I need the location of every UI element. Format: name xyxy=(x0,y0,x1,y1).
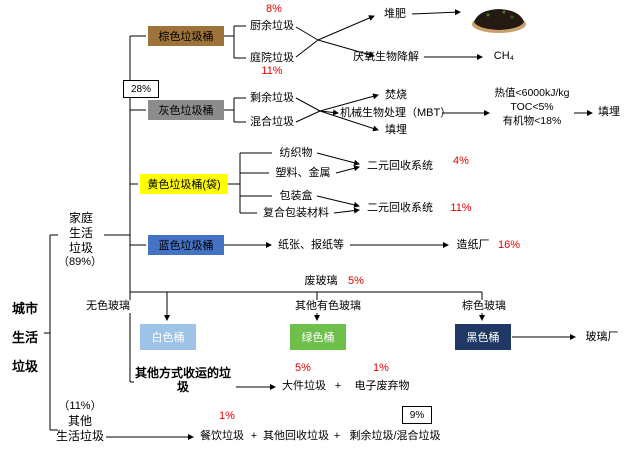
yellow-bin: 黄色垃圾桶(袋) xyxy=(140,174,228,194)
ewaste-percent: 1% xyxy=(373,362,389,374)
plastic-metal-label: 塑料、金属 xyxy=(275,167,331,179)
gray-bin-percent-box: 28% xyxy=(123,80,159,98)
plus-sign: + xyxy=(333,430,341,442)
residual-mixed-percent-box: 9% xyxy=(402,406,432,424)
glass-factory-label: 玻璃厂 xyxy=(585,331,619,343)
dual-recycling-2-label: 二元回收系统 xyxy=(367,202,433,214)
textile-label: 纺织物 xyxy=(279,147,313,159)
root-node: 城市 生活 垃圾 xyxy=(11,301,38,374)
yard-waste-label: 庭院垃圾 xyxy=(250,52,294,64)
paper-mill-percent: 16% xyxy=(497,239,521,251)
other-waste-node: 其他 生活垃圾 xyxy=(55,414,104,443)
paper-mill-label: 造纸厂 xyxy=(456,239,490,251)
bulky-waste-percent: 5% xyxy=(295,362,311,374)
gray-bin: 灰色垃圾桶 xyxy=(148,100,224,120)
plus-sign: + xyxy=(334,380,342,392)
catering-label: 餐饮垃圾 xyxy=(200,430,244,442)
waste-glass-percent: 5% xyxy=(348,275,364,287)
white-bin: 白色桶 xyxy=(140,324,196,350)
dual-recycling-1-percent: 4% xyxy=(453,155,469,167)
landfill-criteria: 热值<6000kJ/kg TOC<5% 有机物<18% xyxy=(494,87,570,127)
brown-bin: 棕色垃圾桶 xyxy=(148,26,224,46)
paper-label: 纸张、报纸等 xyxy=(278,239,344,251)
anaerobic-label: 厌氧生物降解 xyxy=(353,51,419,63)
brown-glass-label: 棕色玻璃 xyxy=(460,300,508,314)
kitchen-waste-percent: 8% xyxy=(266,3,282,15)
residual-waste-label: 剩余垃圾 xyxy=(250,92,294,104)
residual-mixed-label: 剩余垃圾/混合垃圾 xyxy=(349,430,441,442)
kitchen-waste-label: 厨余垃圾 xyxy=(250,20,294,32)
colorless-glass-label: 无色玻璃 xyxy=(84,300,132,314)
incineration-label: 焚烧 xyxy=(385,89,407,101)
ewaste-label: 电子废弃物 xyxy=(354,380,410,392)
black-bin: 黑色桶 xyxy=(455,324,511,350)
other-colored-glass-label: 其他有色玻璃 xyxy=(294,300,362,314)
mixed-waste-label: 混合垃圾 xyxy=(250,116,294,128)
plus-sign: + xyxy=(250,430,258,442)
green-bin: 绿色桶 xyxy=(290,324,346,350)
dual-recycling-2-percent: 11% xyxy=(450,202,472,214)
mbt-label: 机械生物处理（MBT） xyxy=(340,107,452,119)
bulky-waste-label: 大件垃圾 xyxy=(282,380,326,392)
other-waste-percent: （11%） xyxy=(58,400,102,412)
other-collection-label: 其他方式收运的垃 圾 xyxy=(134,366,231,395)
dual-recycling-1-label: 二元回收系统 xyxy=(367,160,433,172)
household-node: 家庭 生活 垃圾 xyxy=(68,211,93,255)
landfill2-label: 填埋 xyxy=(598,106,620,118)
blue-bin: 蓝色垃圾桶 xyxy=(148,235,224,255)
yard-waste-percent: 11% xyxy=(261,65,283,77)
packaging-label: 包装盒 xyxy=(279,190,313,202)
household-percent: （89%） xyxy=(57,256,103,268)
compost-label: 堆肥 xyxy=(384,8,406,20)
compost-photo xyxy=(472,9,526,33)
catering-percent: 1% xyxy=(219,410,235,422)
methane-label: CH₄ xyxy=(493,50,515,62)
landfill-label: 填埋 xyxy=(385,124,407,136)
composite-packaging-label: 复合包装材料 xyxy=(263,207,329,219)
other-recycle-label: 其他回收垃圾 xyxy=(263,430,329,442)
waste-glass-label: 废玻璃 xyxy=(304,275,338,287)
